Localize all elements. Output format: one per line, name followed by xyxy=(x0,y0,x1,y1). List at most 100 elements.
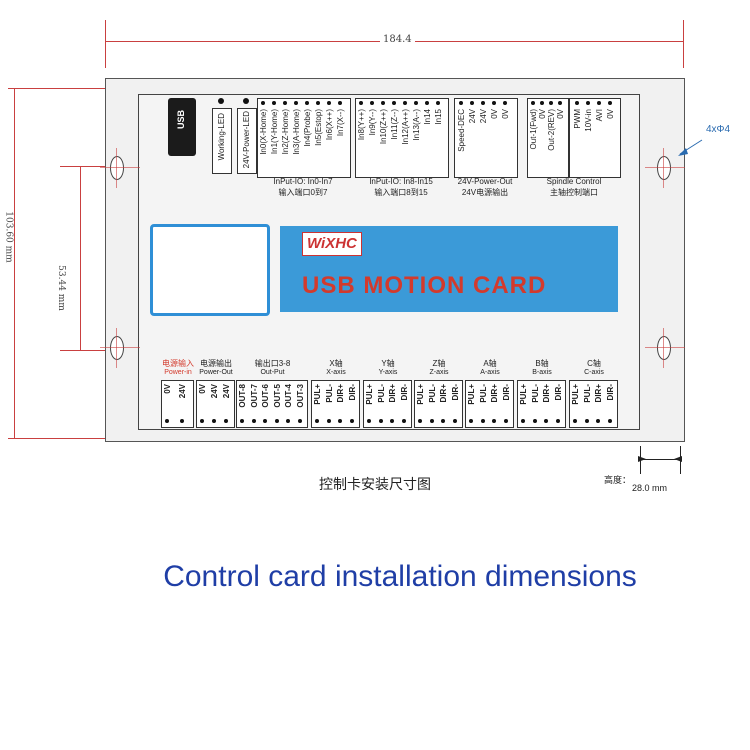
pin-label: 0V xyxy=(501,109,510,119)
pin-icon xyxy=(586,101,590,105)
pin-label: 24V xyxy=(222,384,231,399)
pin-icon xyxy=(492,101,496,105)
pin-icon xyxy=(165,419,169,423)
pin-icon xyxy=(294,101,298,105)
pin-label: DIR- xyxy=(399,384,409,401)
pin-icon xyxy=(597,101,601,105)
pin-icon xyxy=(469,419,473,423)
pin-label: In15 xyxy=(434,109,443,125)
pin-icon xyxy=(544,419,548,423)
pin-label: 0V xyxy=(490,109,499,119)
pin-icon xyxy=(436,101,440,105)
working-led-label: Working-LED xyxy=(217,113,226,161)
pin-icon xyxy=(575,101,579,105)
pin-icon xyxy=(425,101,429,105)
mounting-hole-bottom-left xyxy=(110,336,124,360)
power-out-subtitle: 24V电源输出 xyxy=(461,188,509,197)
caption-chinese: 控制卡安装尺寸图 xyxy=(319,476,431,492)
input-8-15-title: InPut-IO: In8-In15 xyxy=(369,177,433,186)
bottom-connector-title-en: B-axis xyxy=(532,369,552,376)
half-height-dimension-label: 53.44 mm xyxy=(55,265,66,311)
pin-icon xyxy=(370,101,374,105)
bottom-connector: PUL+PUL-DIR+DIR- xyxy=(363,380,412,428)
pin-icon xyxy=(480,419,485,423)
bottom-connector-title-cn: C轴 xyxy=(587,359,601,368)
brand-logo: WiXHC xyxy=(302,232,362,256)
pin-icon xyxy=(212,419,216,423)
hole-leader-arrow-icon xyxy=(676,136,706,156)
bottom-connector-title-en: Z-axis xyxy=(429,369,449,376)
pin-label: OUT-5 xyxy=(272,384,282,408)
half-height-dimension-line xyxy=(80,166,81,350)
pin-label: DIR+ xyxy=(439,384,448,403)
input-connector-0-7: In0(X-Home)In1(Y-Home)In2(Z-Home)In3(A-H… xyxy=(257,98,351,178)
pin-icon xyxy=(470,101,474,105)
caption-english: Control card installation dimensions xyxy=(163,560,637,593)
pin-icon xyxy=(315,419,319,423)
pin-icon xyxy=(596,419,600,423)
pin-icon xyxy=(608,101,612,105)
pin-icon xyxy=(327,101,331,105)
pin-icon xyxy=(607,419,612,423)
bottom-connector-title-cn: 电源输出 xyxy=(200,359,232,368)
pin-label: PUL- xyxy=(376,384,386,403)
pin-icon xyxy=(418,419,422,423)
pin-icon xyxy=(338,101,342,105)
power-led-icon xyxy=(243,98,249,104)
pin-label: OUT-8 xyxy=(238,384,247,408)
thickness-label: 高度： xyxy=(604,475,632,485)
pin-label: PUL+ xyxy=(519,384,528,405)
pin-label: DIR+ xyxy=(388,384,397,403)
pin-icon xyxy=(272,101,276,105)
input-8-15-subtitle: 输入端口8到15 xyxy=(374,188,428,197)
pin-label: PUL- xyxy=(427,384,437,403)
pin-label: DIR- xyxy=(605,384,615,401)
pin-icon xyxy=(180,419,184,423)
input-0-7-subtitle: 输入端口0到7 xyxy=(278,188,328,197)
pin-icon xyxy=(401,419,406,423)
pin-icon xyxy=(224,419,228,423)
pin-icon xyxy=(429,419,434,423)
spindle-subtitle: 主轴控制端口 xyxy=(550,188,598,197)
pin-label: PUL+ xyxy=(313,384,322,405)
bottom-connector-title-en: A-axis xyxy=(480,369,500,376)
pin-label: In10(Z++) xyxy=(379,109,388,145)
input-connector-8-15: In8(Y++)In9(Y--)In10(Z++)In11(Z--)In12(A… xyxy=(355,98,449,178)
bottom-connector-title-cn: 电源输入 xyxy=(162,359,194,368)
pin-icon xyxy=(503,101,507,105)
pin-label: In4(Probe) xyxy=(303,109,312,147)
thickness-value: 28.0 mm xyxy=(632,483,668,493)
pin-label: DIR+ xyxy=(490,384,499,403)
bottom-connector-title-cn: X轴 xyxy=(329,359,343,368)
pin-label: In5(Estop) xyxy=(314,109,323,146)
bottom-connector-title-en: Power-Out xyxy=(199,369,233,376)
pin-icon xyxy=(274,419,279,423)
pin-icon xyxy=(381,101,385,105)
pin-icon xyxy=(200,419,204,423)
pin-icon xyxy=(558,101,562,105)
bottom-connector-title-en: Out-Put xyxy=(260,369,285,376)
height-dimension-label: 103.60 mm xyxy=(3,211,14,263)
bottom-connector: PUL+PUL-DIR+DIR- xyxy=(465,380,514,428)
pin-icon xyxy=(452,419,457,423)
pin-icon xyxy=(286,419,290,423)
pin-label: In12(A++) xyxy=(401,109,410,145)
mounting-hole-top-left xyxy=(110,156,124,180)
pin-icon xyxy=(540,101,544,105)
pin-label: PUL- xyxy=(324,384,334,403)
pin-label: PUL+ xyxy=(467,384,476,405)
pin-icon xyxy=(367,419,371,423)
pin-label: 0V xyxy=(606,109,615,119)
pin-label: 0V xyxy=(198,384,207,394)
pin-label: PUL- xyxy=(530,384,540,403)
pin-icon xyxy=(251,419,256,423)
pin-label: In3(A-Home) xyxy=(292,109,301,155)
pin-label: DIR+ xyxy=(542,384,551,403)
pin-label: In13(A--) xyxy=(412,109,421,141)
pin-icon xyxy=(316,101,320,105)
pin-icon xyxy=(503,419,508,423)
